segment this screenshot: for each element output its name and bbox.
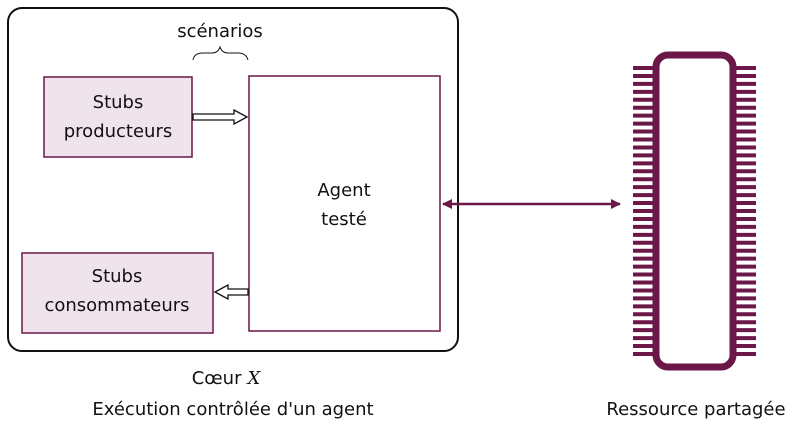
core-frame — [7, 7, 459, 352]
scenarios-brace — [192, 45, 249, 61]
stubs-consumers-label-line1: Stubs — [92, 266, 143, 287]
stubs-producers-label-line2: producteurs — [64, 121, 173, 142]
stubs-consumers-box — [21, 252, 214, 334]
agent-to-consumers-arrow — [213, 283, 249, 301]
stubs-producers-label-line1: Stubs — [93, 92, 144, 113]
producers-to-agent-arrow — [192, 108, 249, 126]
agent-box — [248, 75, 441, 332]
agent-label-line1: Agent — [317, 180, 370, 201]
core-caption-variable: X — [245, 368, 261, 389]
stubs-producers-box — [43, 76, 193, 158]
core-caption-prefix: Cœur — [192, 368, 242, 389]
resource-label: Ressource partagée — [606, 399, 785, 420]
memory-chip-icon — [633, 51, 756, 371]
core-caption-line2: Exécution contrôlée d'un agent — [92, 399, 373, 420]
stubs-consumers-label-line2: consommateurs — [44, 295, 189, 316]
agent-label-line2: testé — [321, 209, 367, 230]
scenarios-label: scénarios — [177, 21, 263, 42]
